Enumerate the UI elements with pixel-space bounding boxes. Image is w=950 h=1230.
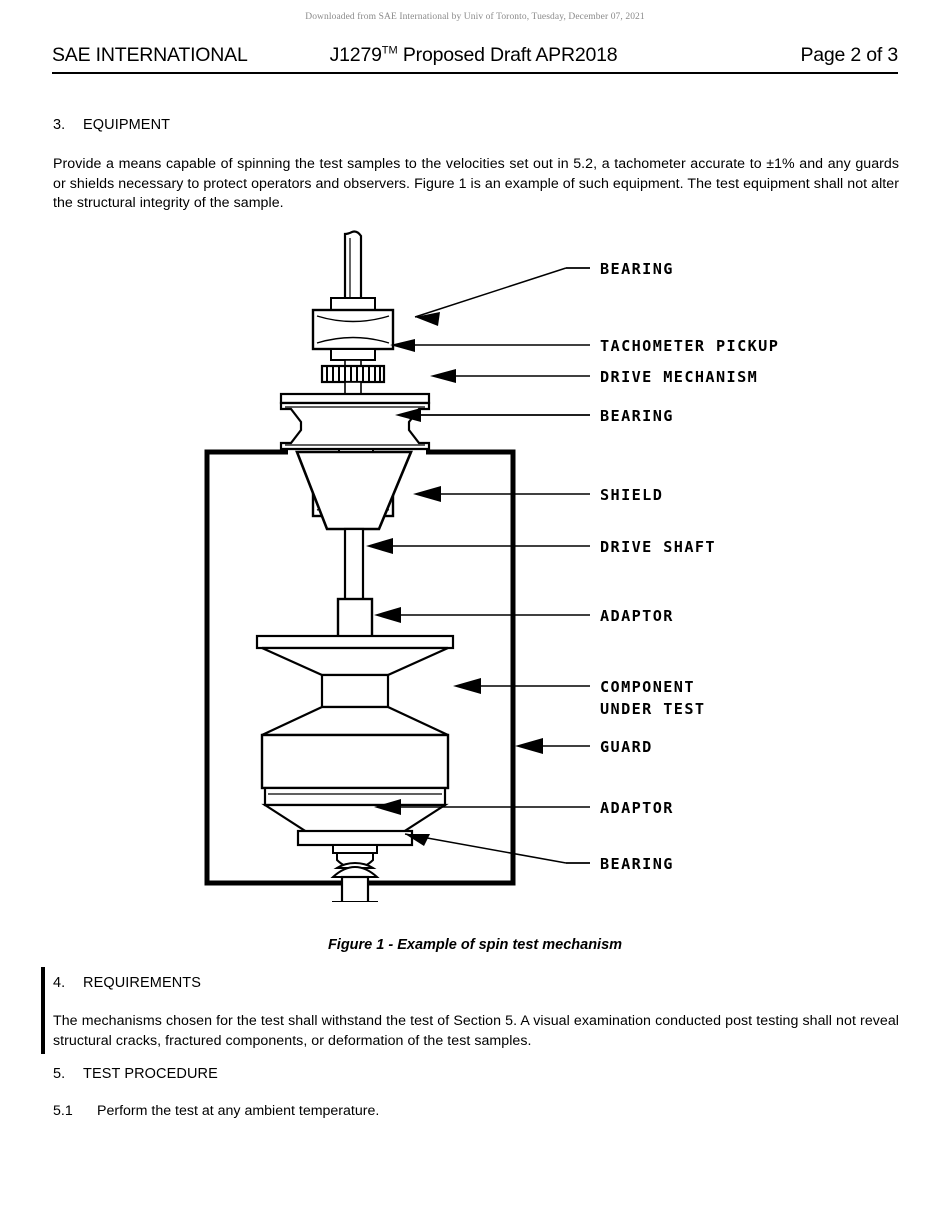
leader-tachometer-pickup: [390, 339, 590, 352]
leader-guard: [515, 738, 590, 754]
leader-bearing-top: [414, 267, 590, 326]
adaptor-upper-part: [336, 597, 374, 641]
callout-label-guard: GUARD: [600, 738, 653, 756]
callout-label-drive-mechanism: DRIVE MECHANISM: [600, 368, 758, 386]
figure-caption: Figure 1 - Example of spin test mechanis…: [327, 937, 623, 953]
component-under-test-part: [260, 733, 450, 847]
section-number-3: 3.: [53, 117, 66, 133]
section-number-4: 4.: [53, 975, 66, 991]
leader-bearing-bottom: [404, 833, 590, 864]
paragraph-requirements: The mechanisms chosen for the test shall…: [53, 1013, 899, 1049]
header-standard-number: J1279: [329, 44, 382, 66]
clause-text-5-1: Perform the test at any ambient temperat…: [97, 1103, 380, 1119]
adaptor-lower-part: [330, 844, 380, 902]
header-draft-status: Proposed Draft APR2018: [397, 44, 618, 66]
section-title-test-procedure: TEST PROCEDURE: [83, 1066, 218, 1082]
callout-label-bearing-second: BEARING: [600, 407, 674, 425]
section-title-equipment: EQUIPMENT: [83, 117, 171, 133]
callout-label-tachometer-pickup: TACHOMETER PICKUP: [600, 337, 779, 355]
leader-component-under-test: [453, 678, 590, 694]
callout-labels: BEARING TACHOMETER PICKUP DRIVE MECHANIS…: [600, 260, 779, 873]
drive-mechanism-part: [279, 392, 431, 469]
leader-bearing-second: [395, 408, 590, 422]
tachometer-pickup-part: [320, 364, 386, 395]
section-heading-test-procedure: 5. TEST PROCEDURE: [53, 1066, 218, 1082]
bearing-top-part: [311, 297, 395, 373]
leader-drive-mechanism: [430, 369, 590, 383]
figure-drawing: BEARING TACHOMETER PICKUP DRIVE MECHANIS…: [204, 230, 779, 902]
section-title-requirements: REQUIREMENTS: [83, 975, 202, 991]
leader-shield: [413, 486, 590, 502]
callout-label-component-under-test-line2: UNDER TEST: [600, 700, 705, 718]
callout-label-bearing-top: BEARING: [600, 260, 674, 278]
drive-shaft-part: [343, 527, 365, 605]
section-heading-requirements: 4. REQUIREMENTS: [53, 975, 201, 991]
header-organization: SAE INTERNATIONAL: [52, 44, 248, 66]
clause-number-5-1: 5.1: [53, 1103, 73, 1119]
upper-shaft: [343, 230, 363, 302]
revision-change-bar: [41, 967, 45, 1054]
callout-label-adaptor-lower: ADAPTOR: [600, 799, 674, 817]
section-number-5: 5.: [53, 1066, 66, 1082]
paragraph-equipment: Provide a means capable of spinning the …: [53, 156, 899, 211]
figure-1-spin-test-mechanism: BEARING TACHOMETER PICKUP DRIVE MECHANIS…: [0, 222, 950, 902]
leader-adaptor-lower: [374, 799, 590, 815]
callout-leaders: [366, 267, 590, 864]
trademark-symbol: TM: [381, 44, 398, 57]
download-notice: Downloaded from SAE International by Uni…: [305, 12, 645, 22]
callout-label-drive-shaft: DRIVE SHAFT: [600, 538, 716, 556]
header-document-title: J1279TM Proposed Draft APR2018: [308, 44, 618, 67]
leader-drive-shaft: [366, 538, 590, 554]
callout-label-component-under-test-line1: COMPONENT: [600, 678, 695, 696]
callout-label-bearing-bottom: BEARING: [600, 855, 674, 873]
shield-part: [295, 450, 413, 531]
callout-label-adaptor-upper: ADAPTOR: [600, 607, 674, 625]
callout-label-shield: SHIELD: [600, 486, 663, 504]
section-heading-equipment: 3. EQUIPMENT: [53, 117, 170, 133]
page-header: SAE INTERNATIONAL J1279TM Proposed Draft…: [52, 44, 898, 74]
header-page-number: Page 2 of 3: [800, 44, 898, 66]
clause-5-1: 5.1 Perform the test at any ambient tempe…: [53, 1102, 899, 1122]
leader-adaptor-upper: [374, 607, 590, 623]
mounting-flange: [255, 634, 455, 737]
